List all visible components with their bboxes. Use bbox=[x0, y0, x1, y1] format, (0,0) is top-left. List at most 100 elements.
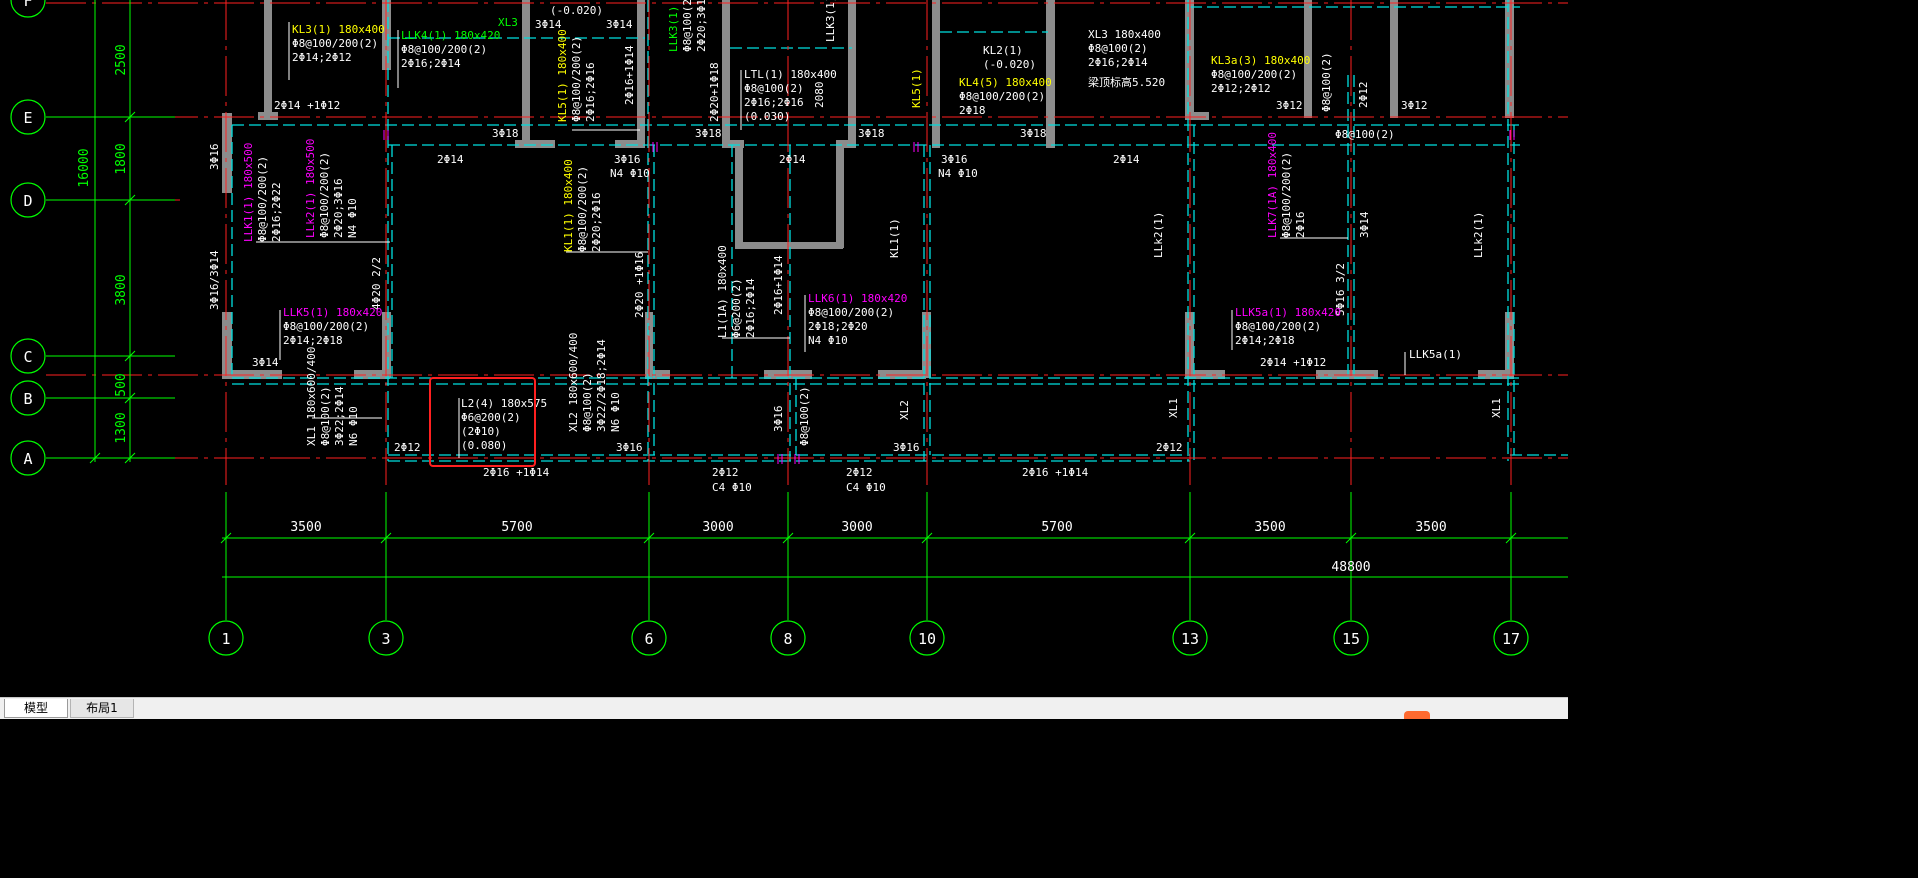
label-ltl-4: (0.030) bbox=[744, 110, 790, 123]
label-llk7-3: 2Φ16 bbox=[1294, 212, 1307, 239]
label-llk4-3: 2Φ16;2Φ14 bbox=[401, 57, 461, 70]
dim-bottom-15-17: 3500 bbox=[1415, 520, 1446, 535]
label-llk6-4: N4 Φ10 bbox=[808, 334, 848, 347]
label-a-2-12b-1: 2Φ12 bbox=[846, 466, 873, 479]
axis-label-b: B bbox=[23, 390, 32, 408]
label-kl4-1: KL4(5) 180x400 bbox=[959, 76, 1052, 89]
label-xl2-1: XL2 180x600/400 bbox=[567, 333, 580, 432]
label-c-2-14-1-12: 2Φ14 +1Φ12 bbox=[1260, 356, 1326, 369]
label-llk2-v2: LLk2(1) bbox=[1472, 212, 1485, 258]
label-b-3-16a: 3Φ16 bbox=[616, 441, 643, 454]
label-xl2-3: 3Φ22/2Φ18;2Φ14 bbox=[595, 339, 608, 432]
label-e-2-14b: 2Φ14 bbox=[779, 153, 806, 166]
axis-label-f: F bbox=[23, 0, 32, 10]
label-llk2-3: 2Φ20;3Φ16 bbox=[332, 178, 345, 238]
label-kl3a-3: 2Φ12;2Φ12 bbox=[1211, 82, 1271, 95]
label-xl1-4: N6 Φ10 bbox=[347, 406, 360, 446]
dim-bottom-13-15: 3500 bbox=[1254, 520, 1285, 535]
axis-label-8: 8 bbox=[783, 630, 792, 648]
label-llk1-3: 2Φ16;2Φ22 bbox=[270, 182, 283, 242]
dim-left-total: 16000 bbox=[77, 148, 92, 187]
label-a-2-12b-2: C4 Φ10 bbox=[846, 481, 886, 494]
dim-left-1800: 1800 bbox=[114, 143, 129, 174]
tab-model[interactable]: 模型 bbox=[4, 699, 68, 718]
label-a-2-12-2: C4 Φ10 bbox=[712, 481, 752, 494]
axis-label-e: E bbox=[23, 109, 32, 127]
label-llk5-1: LLK5(1) 180x420 bbox=[283, 306, 382, 319]
dim-left-500: 500 bbox=[114, 373, 129, 396]
label-kl3-2: Φ8@100/200(2) bbox=[292, 37, 378, 50]
tab-layout1[interactable]: 布局1 bbox=[70, 699, 134, 718]
label-kl1-v: KL1(1) bbox=[888, 218, 901, 258]
label-kl1-3: 2Φ20;2Φ16 bbox=[590, 192, 603, 252]
label-xl1-a: XL1 bbox=[1167, 398, 1180, 418]
label-xl3r-4: 梁顶标高5.520 bbox=[1088, 75, 1165, 89]
label-c-4-20: 4Φ20 2/2 bbox=[370, 257, 383, 310]
axis-bubbles-horizontal bbox=[10, 0, 46, 476]
cad-drawing-canvas[interactable]: 2500 1800 3800 500 1300 16000 3500 5700 … bbox=[0, 0, 1568, 697]
label-b-2-12b: 2Φ12 bbox=[1156, 441, 1183, 454]
highlight-box[interactable] bbox=[429, 377, 536, 467]
label-kl5-2: Φ8@100/200(2) bbox=[570, 36, 583, 122]
dim-bottom-6-8: 3000 bbox=[702, 520, 733, 535]
label-ltl-3: 2Φ16;2Φ16 bbox=[744, 96, 804, 109]
label-e-n4a: N4 Φ10 bbox=[610, 167, 650, 180]
label-xl1-1: XL1 180x600/400 bbox=[305, 347, 318, 446]
label-kl2-1: KL2(1) bbox=[983, 44, 1023, 57]
label-xl2-4: N6 Φ10 bbox=[609, 392, 622, 432]
label-kl5-3: 2Φ16;2Φ16 bbox=[584, 62, 597, 122]
label-c-3-14b: 3Φ14 bbox=[252, 356, 279, 369]
label-llk5a-short: LLK5a(1) bbox=[1409, 348, 1462, 361]
label-llk7-2: Φ8@100/200(2) bbox=[1280, 152, 1293, 238]
label-e-3-16v: 3Φ16 bbox=[208, 144, 221, 171]
label-llk5-3: 2Φ14;2Φ18 bbox=[283, 334, 343, 347]
axis-label-13: 13 bbox=[1181, 630, 1199, 648]
label-l1-1: L1(1A) 180x400 bbox=[716, 245, 729, 338]
label-kl1-2: Φ8@100/200(2) bbox=[576, 166, 589, 252]
app-icon[interactable] bbox=[1404, 711, 1430, 719]
dim-bottom-8-10: 3000 bbox=[841, 520, 872, 535]
label-xl2-short: XL2 bbox=[898, 400, 911, 420]
label-xl2-2: Φ8@100(2) bbox=[581, 372, 594, 432]
label-top-3d14: 3Φ14 bbox=[535, 18, 562, 31]
annotation-texts: KL3(1) 180x400 Φ8@100/200(2) 2Φ14;2Φ12 L… bbox=[208, 0, 1503, 494]
label-dim-2080: 2080 bbox=[813, 82, 826, 109]
dim-left-3800: 3800 bbox=[114, 274, 129, 305]
label-l2-2: Φ6@200(2) bbox=[461, 411, 521, 424]
label-e-3-18a: 3Φ18 bbox=[492, 127, 519, 140]
label-r-2-12: 2Φ12 bbox=[1357, 82, 1370, 109]
label-kl4-2: Φ8@100/200(2) bbox=[959, 90, 1045, 103]
axis-labels-vertical: 1 3 6 8 10 13 15 17 bbox=[221, 630, 1520, 648]
layout-tab-bar: 模型 布局1 bbox=[0, 697, 1568, 719]
label-b-3-16c: 3Φ16 bbox=[893, 441, 920, 454]
label-c-5-16: 5Φ16 3/2 bbox=[1334, 263, 1347, 316]
dim-left-2500: 2500 bbox=[114, 44, 129, 75]
leader-lines bbox=[256, 22, 1406, 458]
label-b-2-12a: 2Φ12 bbox=[394, 441, 421, 454]
label-e-3-18c: 3Φ18 bbox=[858, 127, 885, 140]
dim-bottom-1-3: 3500 bbox=[290, 520, 321, 535]
label-llk1-1: LLK1(1) 180x500 bbox=[242, 143, 255, 242]
label-l2-1: L2(4) 180x575 bbox=[461, 397, 547, 410]
label-a-2-12-1: 2Φ12 bbox=[712, 466, 739, 479]
label-llk2-4: N4 Φ10 bbox=[346, 198, 359, 238]
bottom-dimension-lines bbox=[220, 492, 1568, 620]
label-top-minus: (-0.020) bbox=[550, 4, 603, 17]
left-dimension-lines bbox=[46, 0, 175, 464]
label-ltl-1: LTL(1) 180x400 bbox=[744, 68, 837, 81]
axis-lines bbox=[46, 0, 1568, 485]
label-llk1-2: Φ8@100/200(2) bbox=[256, 156, 269, 242]
axis-labels-horizontal: F E D C B A bbox=[23, 0, 32, 468]
label-kl5-1: KL5(1) 180x400 bbox=[556, 29, 569, 122]
label-e-n4b: N4 Φ10 bbox=[938, 167, 978, 180]
label-e-3-18b: 3Φ18 bbox=[695, 127, 722, 140]
label-llk5a-1: LLK5a(1) 180x420 bbox=[1235, 306, 1341, 319]
label-llk4-1: LLK4(1) 180x420 bbox=[401, 29, 500, 42]
label-e-3-18d: 3Φ18 bbox=[1020, 127, 1047, 140]
axis-label-15: 15 bbox=[1342, 630, 1360, 648]
bottom-dimension-texts: 3500 5700 3000 3000 5700 3500 3500 48800 bbox=[290, 520, 1446, 575]
label-xl1-3: 3Φ22;2Φ14 bbox=[333, 386, 346, 446]
label-xl3r-2: Φ8@100(2) bbox=[1088, 42, 1148, 55]
axis-label-a: A bbox=[23, 450, 32, 468]
label-c-2-20-1-16: 2Φ20 +1Φ16 bbox=[633, 252, 646, 318]
